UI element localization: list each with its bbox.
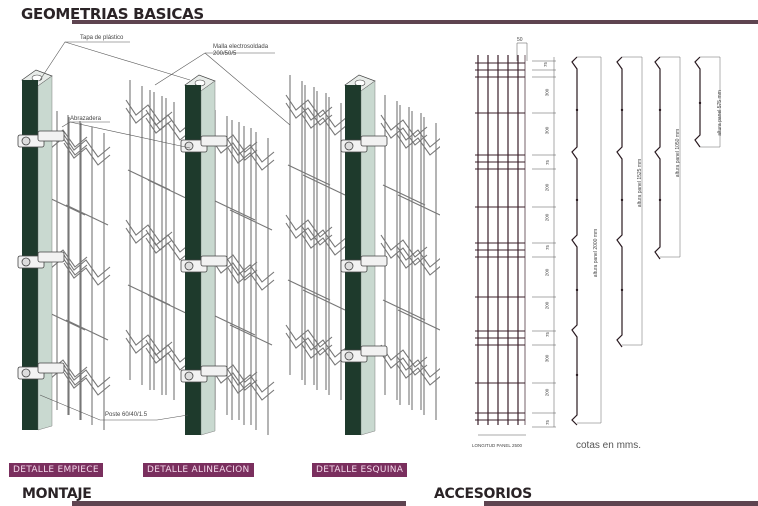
dim-segment: 200 xyxy=(544,268,550,277)
callout-poste: Poste 60/40/1.5 xyxy=(105,412,148,418)
callout-malla-spec: 200/50/5 xyxy=(213,51,237,57)
panel-length-label: LONGITUD PANEL 2500 xyxy=(472,443,523,448)
title-rule xyxy=(484,501,758,506)
dim-segment: 75 xyxy=(545,159,551,166)
profile-label-2000: altura panel 2000 mm xyxy=(593,228,600,278)
section-title-montaje: MONTAJE xyxy=(22,486,92,502)
profile-label-1525: altura panel 1525 mm xyxy=(637,158,644,208)
dim-segment: 300 xyxy=(544,354,550,363)
caption-detalle-empiece: DETALLE EMPIECE xyxy=(9,463,103,477)
dim-segment: 75 xyxy=(545,419,551,426)
title-rule xyxy=(72,20,758,24)
fence-detail-drawings xyxy=(17,41,440,436)
dim-segment: 75 xyxy=(545,244,551,251)
profile-label-1050: altura panel 1050 mm xyxy=(675,128,682,178)
panel-dimension-drawing xyxy=(475,42,721,436)
caption-detalle-esquina: DETALLE ESQUINA xyxy=(312,463,408,477)
dim-top-50: 50 xyxy=(517,37,523,43)
section-title-geometrias: GEOMETRIAS BASICAS xyxy=(21,5,204,23)
profile-label-575: altura panel 575 mm xyxy=(716,90,723,136)
callout-malla: Malla electrosoldada xyxy=(213,44,269,50)
dim-segment: 200 xyxy=(544,301,550,310)
dim-segment: 200 xyxy=(544,388,550,397)
dim-segment: 200 xyxy=(544,213,550,222)
dim-segment: 75 xyxy=(545,331,551,338)
units-note: cotas en mms. xyxy=(576,440,642,451)
dim-segment: 200 xyxy=(544,183,550,192)
dim-segment: 300 xyxy=(544,88,550,97)
section-title-accesorios: ACCESORIOS xyxy=(434,486,532,502)
callout-abrazadera: Abrazadera xyxy=(70,116,102,122)
title-rule xyxy=(72,501,406,506)
dim-segment: 75 xyxy=(543,61,549,68)
callout-tapa: Tapa de plástico xyxy=(80,35,124,41)
caption-detalle-alineacion: DETALLE ALINEACION xyxy=(143,463,254,477)
dim-segment: 300 xyxy=(544,126,550,135)
